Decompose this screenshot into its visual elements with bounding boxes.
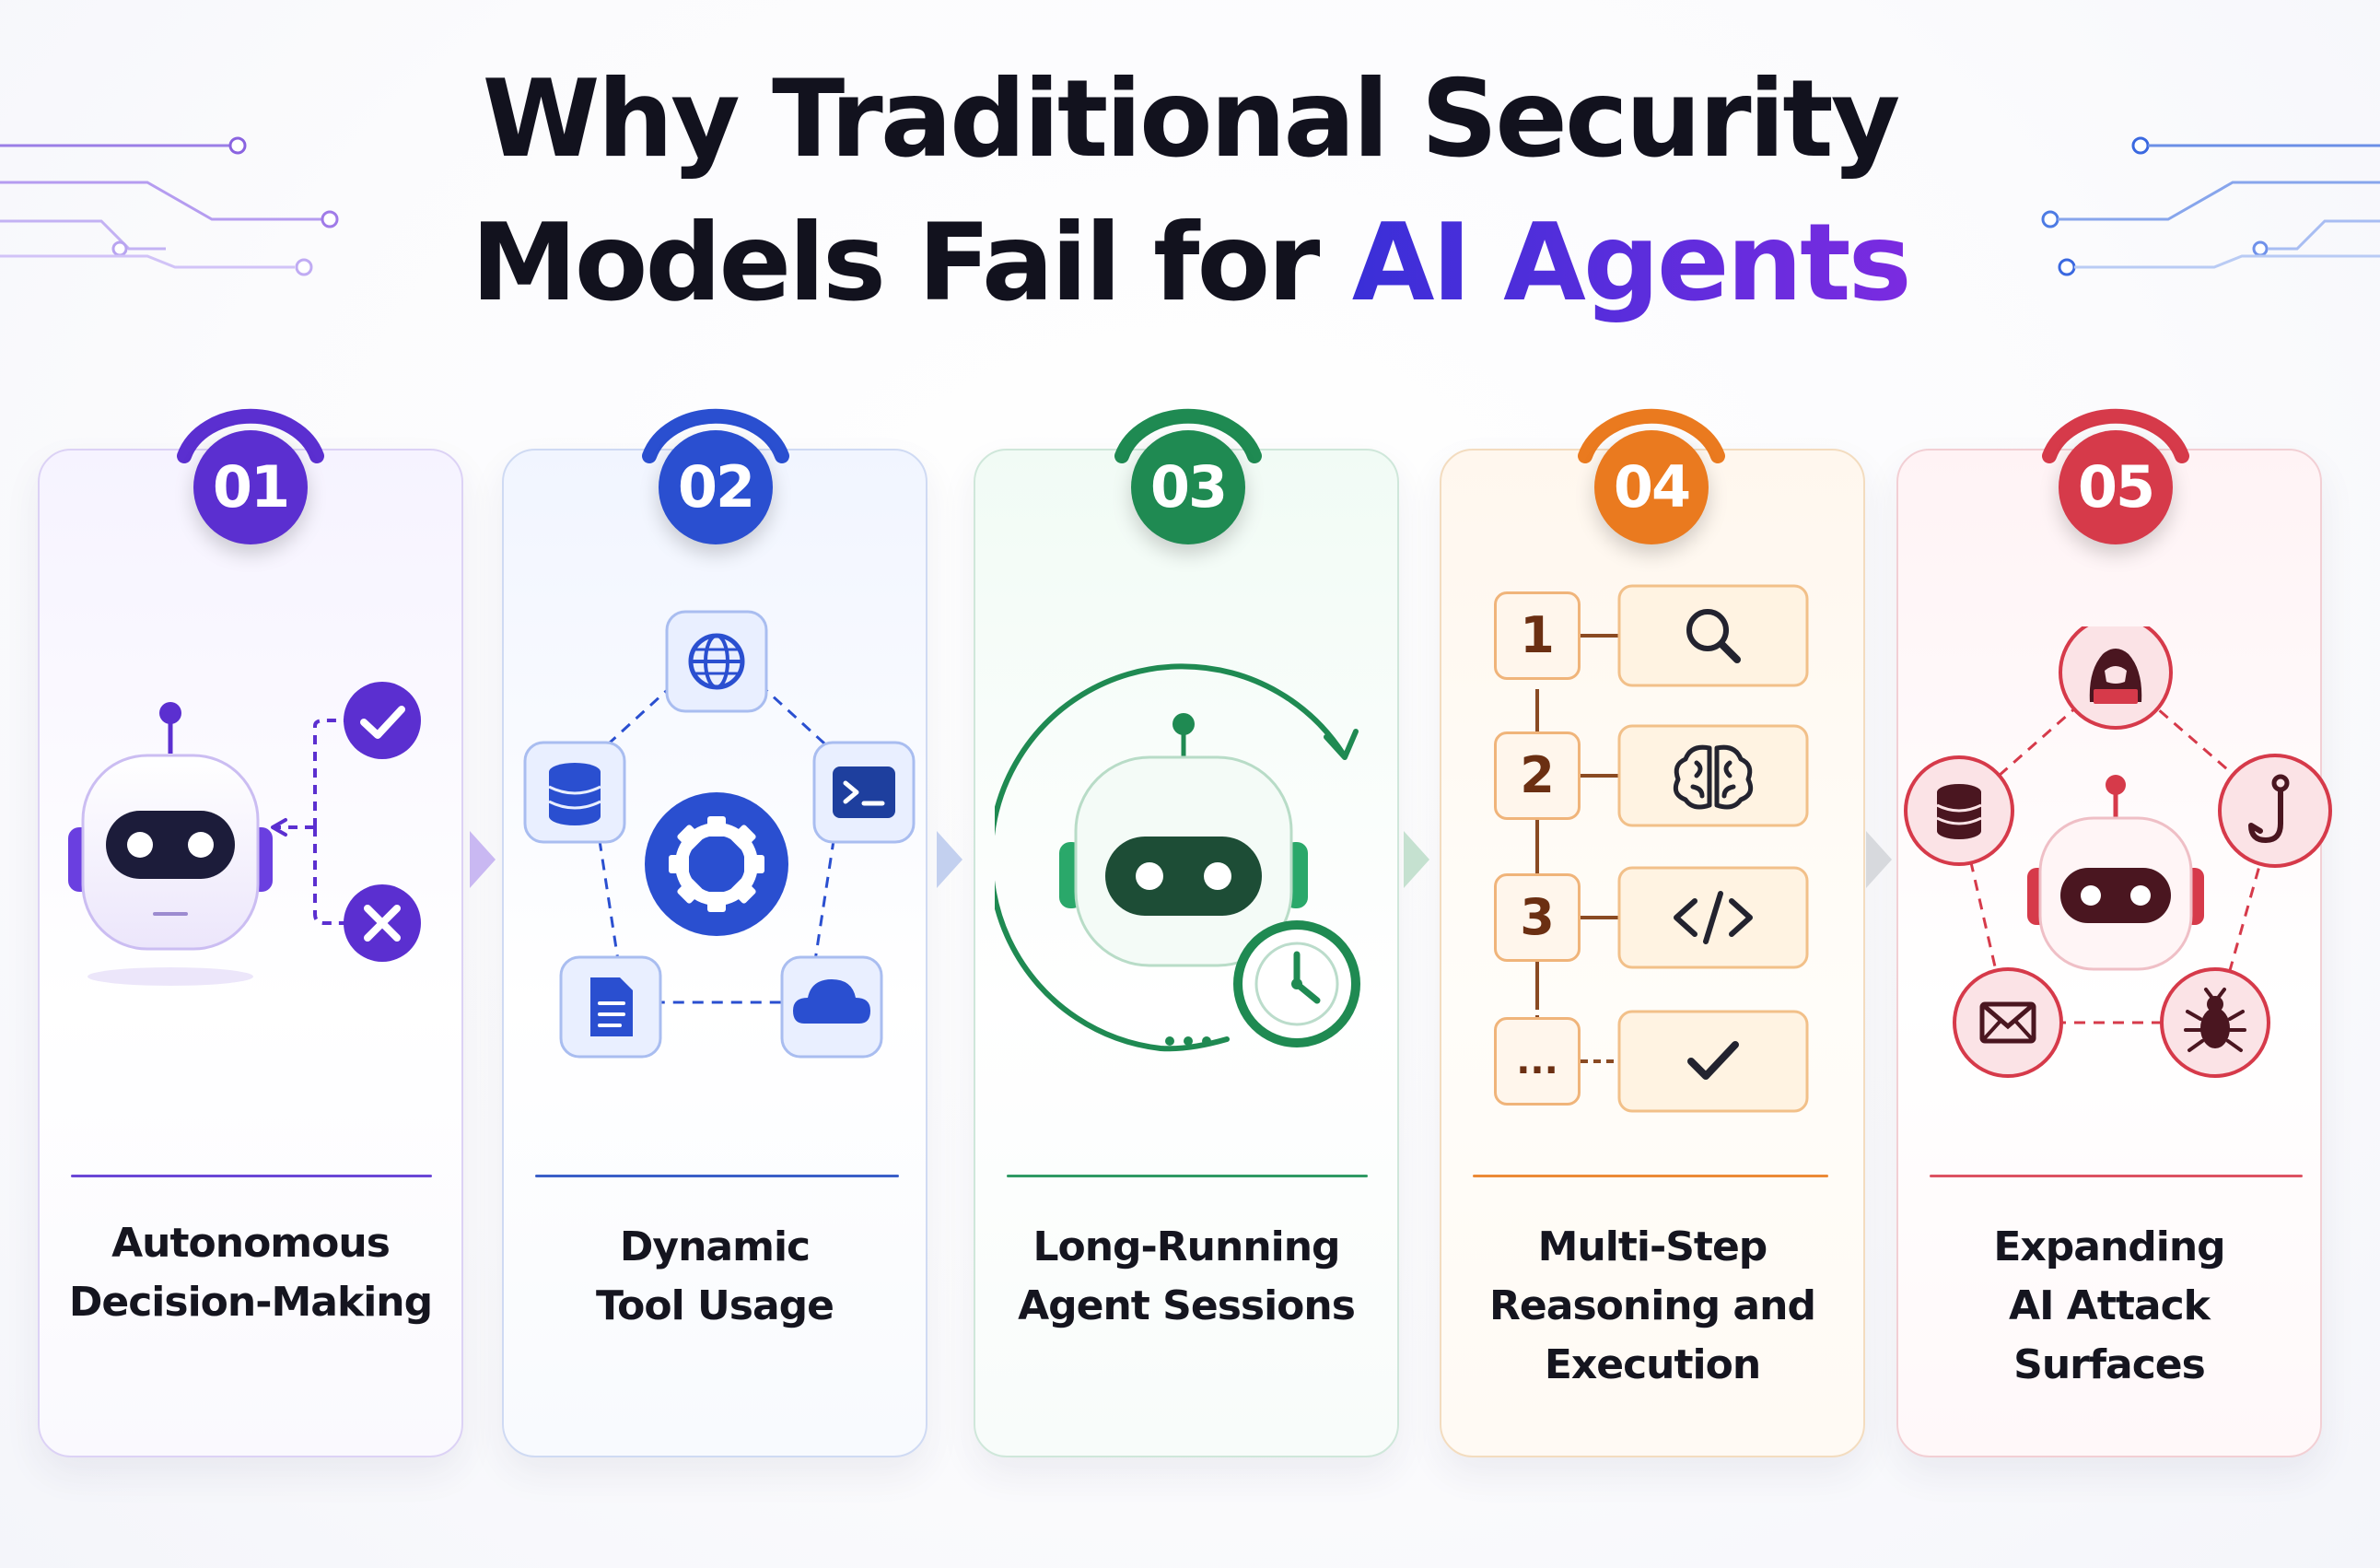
step-box-2: 2 (1494, 731, 1581, 820)
page-title-line-2: Models Fail for AI Agents (0, 210, 2380, 317)
badge-04: 04 (1559, 392, 1744, 548)
label-line: Execution (1544, 1341, 1761, 1388)
step-number: 01 (193, 430, 308, 544)
globe-icon (665, 610, 768, 713)
check-icon (1687, 1041, 1739, 1080)
label-line: Decision-Making (68, 1279, 433, 1326)
divider (535, 1175, 899, 1177)
email-icon (1953, 967, 2063, 1078)
chevron-right-icon (1404, 831, 1429, 888)
document-icon (559, 955, 662, 1059)
step-box-1: 1 (1494, 591, 1581, 680)
robot-icon (68, 702, 273, 951)
illustration-tool-usage (523, 610, 916, 1059)
step-box-3: 3 (1494, 873, 1581, 962)
divider (1473, 1175, 1828, 1177)
terminal-icon (812, 741, 916, 844)
circuit-decoration-left (0, 136, 339, 276)
card-label: Autonomous Decision-Making (38, 1214, 463, 1332)
badge-01: 01 (158, 392, 343, 548)
label-line: AI Attack (2009, 1282, 2211, 1329)
check-icon (344, 682, 421, 759)
label-line: Dynamic (619, 1223, 811, 1270)
label-line: Reasoning and (1489, 1282, 1816, 1329)
illustration-long-running-sessions (995, 663, 1360, 1052)
label-line: Surfaces (2013, 1341, 2206, 1388)
badge-03: 03 (1096, 392, 1280, 548)
code-icon (1674, 891, 1753, 944)
step-number: 05 (2059, 430, 2173, 544)
gear-icon (645, 792, 788, 936)
label-line: Agent Sessions (1018, 1282, 1356, 1329)
database-icon (523, 741, 626, 844)
chevron-right-icon (470, 831, 496, 888)
label-line: Long-Running (1032, 1223, 1340, 1270)
cycle-arrow-icon (995, 663, 1359, 1052)
chevron-right-icon (937, 831, 962, 888)
step-number: 03 (1131, 430, 1245, 544)
step-number: 04 (1594, 430, 1709, 544)
circuit-decoration-right (2041, 136, 2380, 276)
database-icon (1904, 755, 2014, 866)
chevron-right-icon (1866, 831, 1892, 888)
card-label: Dynamic Tool Usage (502, 1218, 928, 1336)
illustration-multi-step: 1 2 3 ... (1490, 582, 1822, 1117)
badge-02: 02 (624, 392, 808, 548)
divider (1007, 1175, 1368, 1177)
page-title-line-1: Why Traditional Security (482, 57, 1901, 181)
step-box-more: ... (1494, 1017, 1581, 1106)
brain-icon (1673, 744, 1754, 810)
label-line: Expanding (1993, 1223, 2225, 1270)
label-line: Autonomous (111, 1220, 391, 1267)
card-label: Long-Running Agent Sessions (974, 1218, 1399, 1336)
step-number: 02 (659, 430, 773, 544)
bug-icon (2160, 967, 2270, 1078)
cloud-icon (780, 955, 883, 1059)
badge-05: 05 (2024, 392, 2208, 548)
divider (71, 1175, 432, 1177)
hook-icon (2218, 754, 2332, 868)
x-icon (344, 884, 421, 962)
robot-icon (2027, 775, 2204, 971)
clock-icon (1233, 920, 1360, 1047)
card-label: Expanding AI Attack Surfaces (1896, 1218, 2322, 1395)
title-prefix: Models Fail for (471, 201, 1352, 325)
illustration-autonomous-decision (68, 682, 421, 986)
search-icon (1686, 609, 1741, 663)
card-label: Multi-Step Reasoning and Execution (1440, 1218, 1865, 1395)
label-line: Multi-Step (1537, 1223, 1768, 1270)
title-accent: AI Agents (1351, 201, 1912, 325)
divider (1930, 1175, 2303, 1177)
illustration-attack-surfaces (1904, 626, 2332, 1078)
label-line: Tool Usage (596, 1282, 834, 1329)
robot-icon (1059, 713, 1308, 967)
hacker-icon (2059, 626, 2173, 730)
